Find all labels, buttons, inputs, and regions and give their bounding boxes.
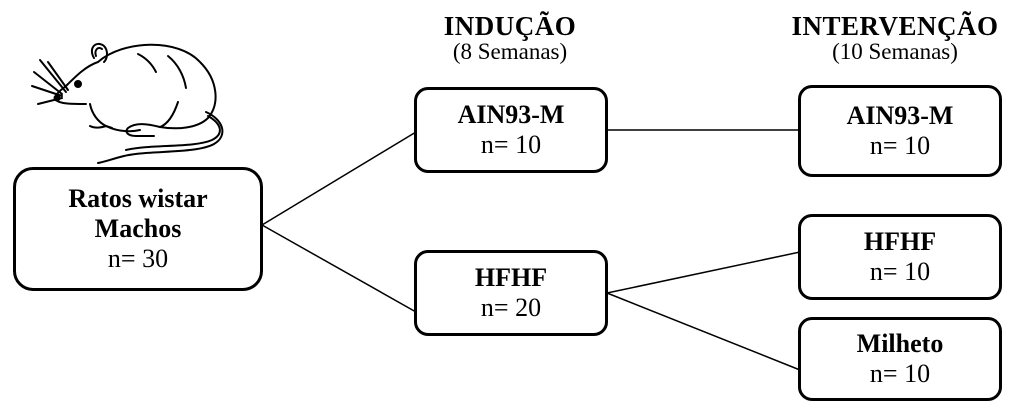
phase-inducao-subtitle: (8 Semanas) (452, 39, 568, 65)
node-intervencao-ain93m-name: AIN93-M (846, 101, 954, 131)
node-intervencao-hfhf: HFHF n= 10 (798, 214, 1002, 300)
phase-intervencao-header: INTERVENÇÃO (10 Semanas) (775, 12, 1015, 64)
node-intervencao-hfhf-name: HFHF (863, 227, 937, 257)
node-start-line1: Ratos wistar (68, 184, 208, 214)
phase-inducao-header: INDUÇÃO (8 Semanas) (410, 12, 610, 64)
phase-intervencao-subtitle: (10 Semanas) (832, 39, 958, 65)
node-inducao-hfhf-count: n= 20 (480, 293, 542, 322)
node-intervencao-milheto-count: n= 10 (869, 359, 931, 388)
phase-inducao-title: INDUÇÃO (443, 11, 577, 41)
node-intervencao-milheto-name: Milheto (856, 329, 944, 359)
connector-hfhf-to-hfhf (606, 251, 801, 294)
node-intervencao-milheto: Milheto n= 10 (798, 317, 1002, 401)
connector-start-to-ain (261, 131, 417, 226)
node-inducao-ain93m-name: AIN93-M (457, 100, 565, 130)
node-start-count: n= 30 (107, 243, 169, 273)
node-intervencao-hfhf-count: n= 10 (869, 257, 931, 286)
node-inducao-hfhf: HFHF n= 20 (414, 250, 608, 336)
node-inducao-ain93m-count: n= 10 (480, 130, 542, 159)
node-inducao-hfhf-name: HFHF (474, 263, 548, 293)
connector-hfhf-to-milheto (606, 292, 801, 371)
node-intervencao-ain93m: AIN93-M n= 10 (798, 85, 1002, 177)
node-inducao-ain93m: AIN93-M n= 10 (414, 87, 608, 173)
connector-start-to-hfhf (261, 224, 417, 313)
node-intervencao-ain93m-count: n= 10 (869, 131, 931, 160)
node-start-line2: Machos (94, 214, 182, 244)
rat-icon (31, 42, 224, 164)
node-start: Ratos wistar Machos n= 30 (13, 167, 263, 291)
phase-intervencao-title: INTERVENÇÃO (791, 11, 999, 41)
